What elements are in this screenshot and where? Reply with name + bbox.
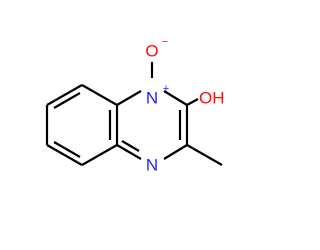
oxide-charge-label: − [162, 36, 168, 48]
bond-c8a-c8 [81, 84, 118, 106]
bond-n1-c2 [163, 90, 188, 106]
bond-c3-n4 [163, 144, 188, 160]
bond-c5-c4a [81, 144, 118, 166]
bond-c6-c5 [46, 144, 83, 166]
bond-lines [45, 62, 223, 166]
oxide-oxygen-label: O [145, 42, 158, 61]
hydroxyl-label: OH [199, 89, 225, 108]
bond-n4-c4a-inner [121, 140, 140, 152]
n-oxide-nitrogen-label: N [146, 89, 158, 108]
bond-c3-methyl [186, 144, 223, 166]
n-oxide-charge-label: + [163, 83, 169, 95]
bond-c8a-n1 [116, 90, 142, 106]
bond-n4-c4a [116, 144, 142, 160]
molecule-structure: O − N + OH N [45, 36, 225, 175]
atom-labels: O − N + OH N [145, 36, 224, 175]
bond-c6-c5-inner [53, 141, 81, 158]
bond-c2-oh [186, 98, 199, 106]
bond-c8-c7 [46, 84, 83, 106]
bond-c8-c7-inner [53, 92, 81, 109]
ring-nitrogen-label: N [146, 156, 158, 175]
